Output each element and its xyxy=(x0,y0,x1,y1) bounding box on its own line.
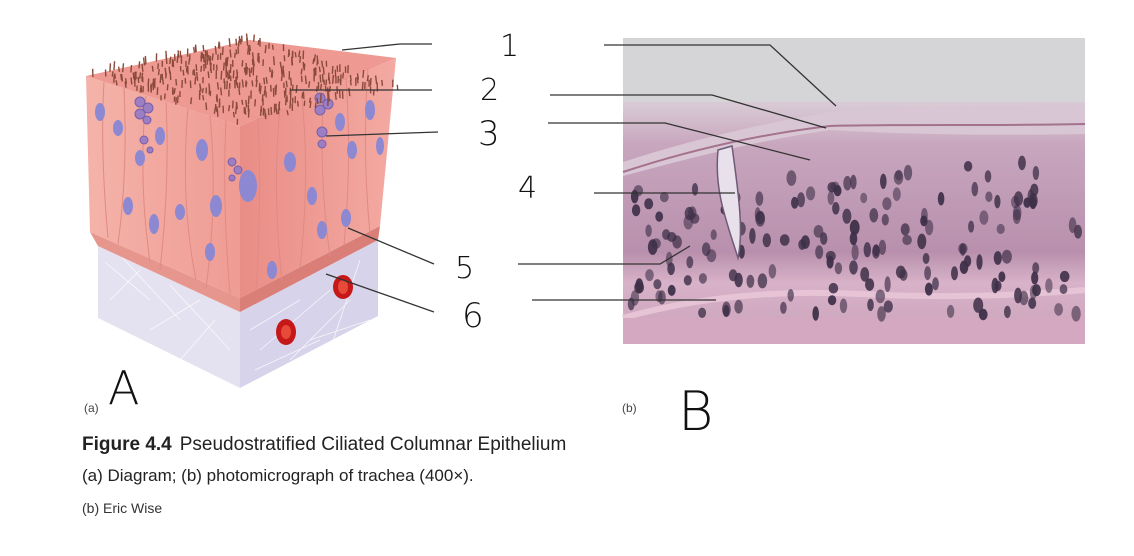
label-5: 5 xyxy=(455,251,474,286)
epithelium-front xyxy=(86,76,240,298)
lamina-propria xyxy=(623,318,1085,344)
label-6: 6 xyxy=(462,296,484,336)
panel-tag-a: (a) xyxy=(84,401,99,415)
leader-line-3a xyxy=(325,131,439,137)
label-2: 2 xyxy=(480,73,499,108)
photo-lumen xyxy=(623,38,1085,102)
leader-line-1b xyxy=(604,44,837,107)
blood-vessel xyxy=(338,280,348,294)
basement-membrane-side xyxy=(240,226,380,312)
cilia xyxy=(92,33,399,125)
blood-vessel xyxy=(281,325,291,339)
figure-description: (a) Diagram; (b) photomicrograph of trac… xyxy=(82,466,474,485)
epithelium-top xyxy=(86,40,396,126)
ciliated-surface xyxy=(623,104,1085,176)
apical-surface xyxy=(622,123,1086,173)
leader-line-3b xyxy=(548,122,811,161)
label-1: 1 xyxy=(500,29,519,64)
leader-line-5b xyxy=(518,245,691,265)
leader-line-2b xyxy=(550,94,827,129)
cell-borders xyxy=(102,67,371,295)
label-numbers: 1 2 3 4 5 6 xyxy=(455,29,537,336)
leader-line-5a xyxy=(347,227,435,265)
goblet-cell-outline xyxy=(716,145,742,261)
leader-line-6a xyxy=(325,273,435,313)
diagram-a xyxy=(86,33,399,388)
figure-caption: Figure 4.4 Pseudostratified Ciliated Colu… xyxy=(82,434,782,516)
figure-number: Figure 4.4 xyxy=(82,434,172,455)
connective-tissue-front xyxy=(98,246,240,388)
figure-credit: (b) Eric Wise xyxy=(82,500,163,516)
caption-title-line: Figure 4.4 Pseudostratified Ciliated Colu… xyxy=(82,434,782,456)
figure-title: Pseudostratified Ciliated Columnar Epith… xyxy=(179,434,567,455)
photomicrograph-b xyxy=(622,38,1086,344)
goblet-cells xyxy=(134,92,334,182)
connective-fibers xyxy=(104,254,371,371)
leader-line-1a xyxy=(341,43,432,51)
handwritten-letter-b: B xyxy=(678,380,713,443)
leader-lines xyxy=(290,43,837,313)
panel-tag-b: (b) xyxy=(622,401,637,415)
basement-membrane xyxy=(90,232,240,312)
label-4: 4 xyxy=(518,171,537,206)
label-3: 3 xyxy=(478,114,500,154)
nuclei xyxy=(95,100,384,279)
handwritten-letter-a: A xyxy=(108,361,139,415)
